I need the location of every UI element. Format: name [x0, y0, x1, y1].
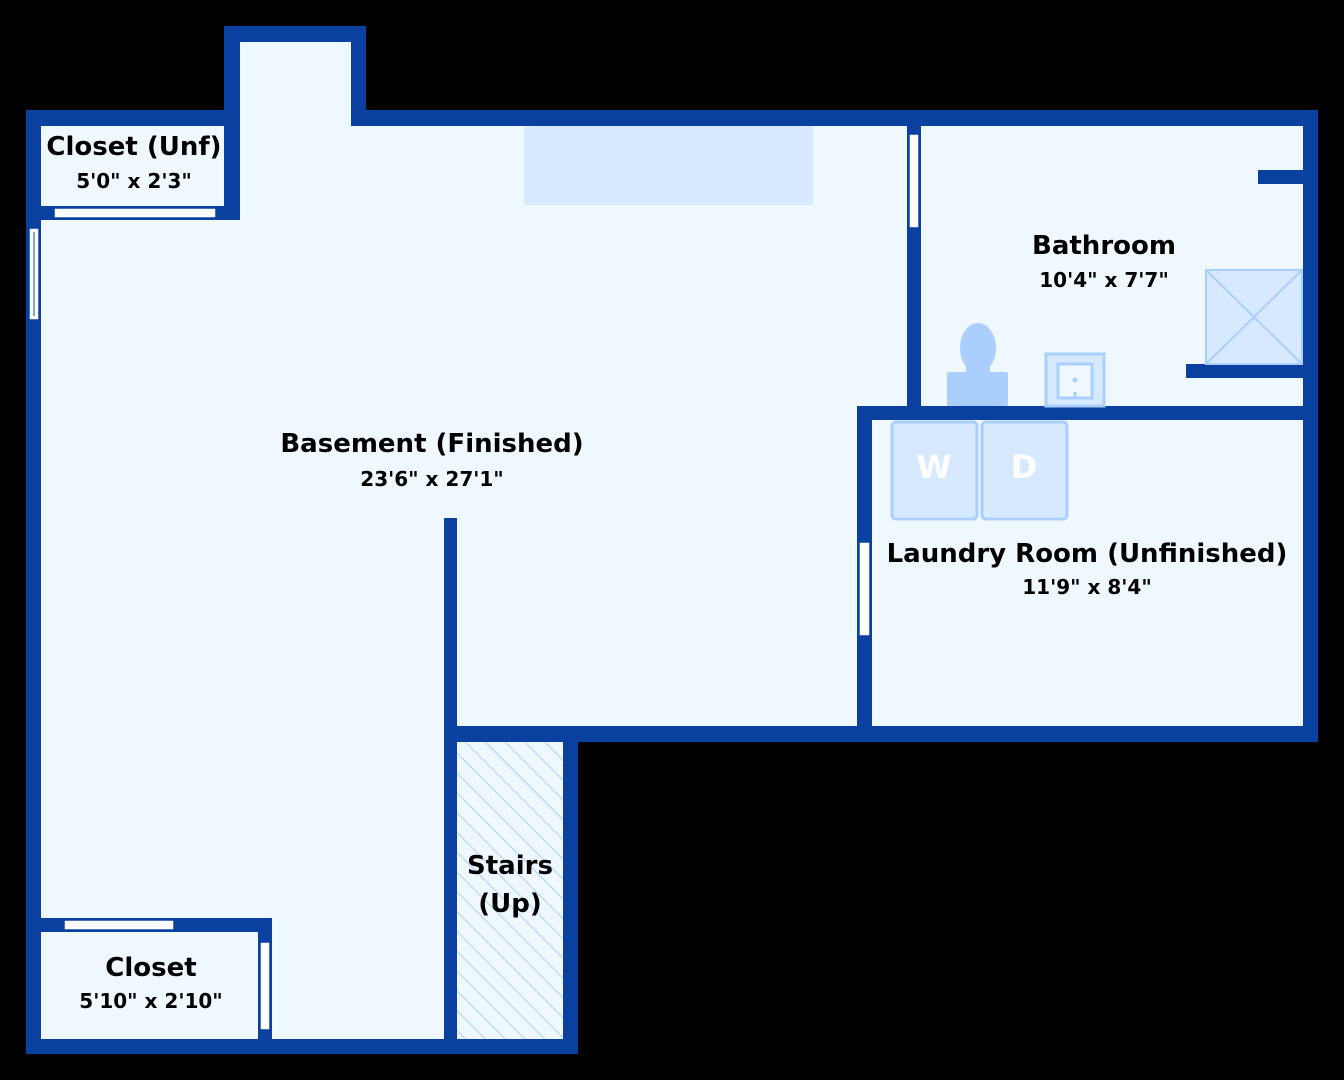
closet-door-top — [63, 919, 175, 931]
stairs-left-wall-lower — [444, 926, 447, 1039]
bath-partition-upper — [1258, 170, 1318, 184]
closet-unf-door — [53, 207, 217, 219]
closet-unf-name: Closet (Unf) — [46, 132, 221, 162]
bathroom-door — [908, 133, 920, 229]
openings — [28, 133, 920, 1031]
closet-unf-dims: 5'0" x 2'3" — [76, 169, 192, 193]
closet-unf-right-wall — [224, 110, 240, 220]
stairs-left-wall — [444, 518, 457, 926]
bathroom-name: Bathroom — [1032, 231, 1176, 261]
dryer-label: D — [1011, 448, 1038, 486]
dryer-icon: D — [980, 420, 1069, 521]
basement-name: Basement (Finished) — [280, 429, 583, 459]
closet-door-right — [259, 941, 271, 1031]
washer-icon: W — [890, 420, 979, 521]
closet-dims: 5'10" x 2'10" — [79, 989, 222, 1013]
laundry-name: Laundry Room (Unfinished) — [887, 539, 1288, 569]
laundry-bottom-wall — [446, 726, 872, 742]
washer-label: W — [916, 448, 951, 486]
stairs-name-line1: Stairs — [467, 851, 553, 881]
stairs-right-wall — [563, 726, 578, 1054]
floor-main — [41, 126, 907, 726]
bath-partition-lower — [1186, 364, 1318, 378]
stairs-hatch — [457, 742, 563, 1039]
ceiling-fixture — [524, 126, 813, 205]
bathroom-dims: 10'4" x 7'7" — [1039, 268, 1169, 292]
laundry-dims: 11'9" x 8'4" — [1022, 575, 1152, 599]
floor-main-lower — [41, 726, 446, 1039]
laundry-door — [858, 541, 871, 637]
floor-bump — [240, 42, 351, 132]
basement-dims: 23'6" x 27'1" — [360, 467, 503, 491]
closet-name: Closet — [105, 953, 196, 983]
toilet-icon — [947, 323, 1008, 406]
bathroom-laundry-wall — [857, 406, 1318, 420]
room-labels: Closet (Unf) 5'0" x 2'3" Basement (Finis… — [46, 132, 1287, 1013]
stairs-name-line2: (Up) — [478, 889, 542, 919]
sink-icon — [1044, 352, 1106, 408]
shower — [1205, 269, 1303, 365]
